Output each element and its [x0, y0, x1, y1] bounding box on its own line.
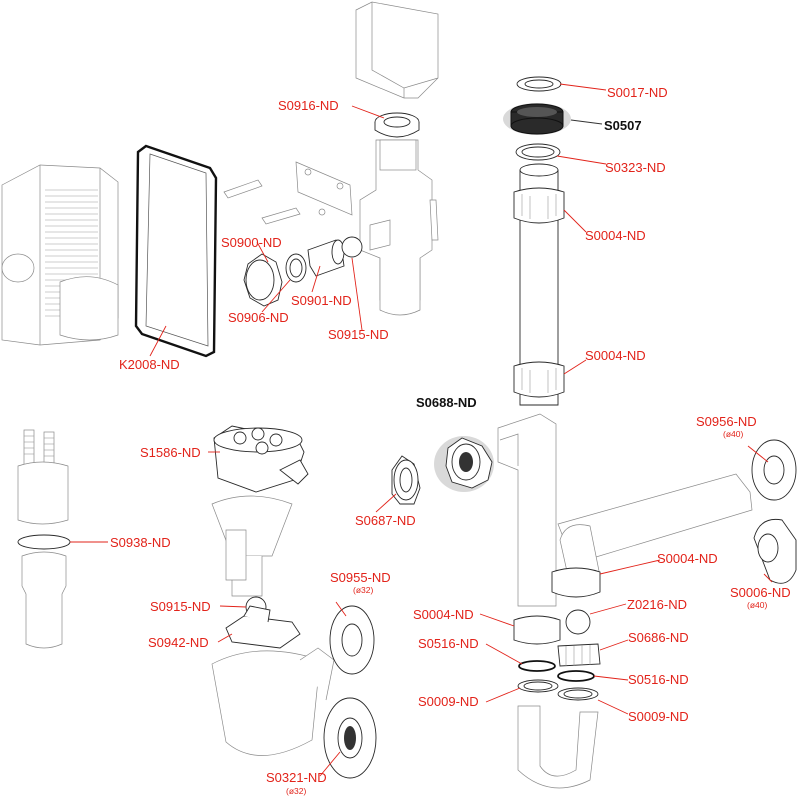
- label-s0004-top: S0004-ND: [585, 228, 646, 243]
- label-s0017: S0017-ND: [607, 85, 668, 100]
- label-s0006: S0006-ND: [730, 585, 791, 600]
- part-labels: S0916-ND S0017-ND S0507 S0323-ND S0004-N…: [110, 85, 791, 796]
- label-s0900: S0900-ND: [221, 235, 282, 250]
- label-s0516-left: S0516-ND: [418, 636, 479, 651]
- label-s0009-left: S0009-ND: [418, 694, 479, 709]
- front-cover-plate: [134, 144, 218, 358]
- s0901-connector: [307, 239, 345, 277]
- s0906-ring: [285, 253, 307, 283]
- label-s0006-size: (ø40): [747, 600, 767, 610]
- s0006-rosette: [753, 518, 797, 584]
- s1586-strainer: [213, 425, 309, 493]
- s0955-rosette: [329, 605, 375, 675]
- s0916-nut: [374, 112, 420, 138]
- s0942-float: [225, 605, 301, 649]
- label-s0901: S0901-ND: [291, 293, 352, 308]
- label-z0216: Z0216-ND: [627, 597, 687, 612]
- overflow-valve-body: [223, 1, 439, 316]
- s0009-nut-right: [557, 687, 599, 701]
- label-s0321: S0321-ND: [266, 770, 327, 785]
- label-s0323: S0323-ND: [605, 160, 666, 175]
- s0956-rosette: [751, 439, 797, 501]
- s0004-nut-low: [551, 567, 601, 598]
- s0507-insert: [503, 103, 571, 135]
- u-trap: [517, 705, 599, 789]
- s0516-washer-right: [557, 670, 595, 682]
- label-s0009-right: S0009-ND: [628, 709, 689, 724]
- dishwasher-connector: [17, 429, 71, 649]
- label-s0688: S0688-ND: [416, 395, 477, 410]
- label-s0686: S0686-ND: [628, 630, 689, 645]
- s0323-gasket: [515, 143, 561, 161]
- bottle-trap-body: [211, 647, 335, 756]
- z0216-ball: [565, 609, 591, 635]
- label-s0004-bot: S0004-ND: [413, 607, 474, 622]
- overflow-elbow: [497, 413, 557, 607]
- label-s0004-mid: S0004-ND: [585, 348, 646, 363]
- leader-lines: [70, 83, 773, 777]
- label-s0955-size: (ø32): [353, 585, 373, 595]
- label-s0906: S0906-ND: [228, 310, 289, 325]
- label-s1586: S1586-ND: [140, 445, 201, 460]
- s0688-adapter: [434, 436, 494, 492]
- s0686-insert: [557, 643, 601, 667]
- s0687-adapter: [391, 455, 421, 505]
- label-s0004-low: S0004-ND: [657, 551, 718, 566]
- label-s0942: S0942-ND: [148, 635, 209, 650]
- label-s0915-low: S0915-ND: [150, 599, 211, 614]
- s0009-nut-left: [517, 679, 559, 693]
- s0516-washer-left: [518, 660, 556, 672]
- label-s0687: S0687-ND: [355, 513, 416, 528]
- wall-box-housing: [1, 164, 119, 346]
- label-s0955: S0955-ND: [330, 570, 391, 585]
- label-s0938: S0938-ND: [110, 535, 171, 550]
- label-s0916: S0916-ND: [278, 98, 339, 113]
- standpipe-tube: [513, 163, 565, 406]
- s0915-ball-top: [341, 236, 363, 258]
- bottle-trap-funnel: [211, 495, 293, 597]
- label-s0956: S0956-ND: [696, 414, 757, 429]
- s0900-cap-nut: [243, 253, 283, 307]
- label-s0321-size: (ø32): [286, 786, 306, 796]
- s0004-nut-bot: [513, 615, 561, 645]
- label-k2008: K2008-ND: [119, 357, 180, 372]
- s0017-washer: [516, 76, 562, 92]
- horizontal-branch: [557, 473, 753, 577]
- label-s0507: S0507: [604, 118, 642, 133]
- label-s0516-right: S0516-ND: [628, 672, 689, 687]
- label-s0915-top: S0915-ND: [328, 327, 389, 342]
- s0321-rosette: [323, 697, 377, 779]
- label-s0956-size: (ø40): [723, 429, 743, 439]
